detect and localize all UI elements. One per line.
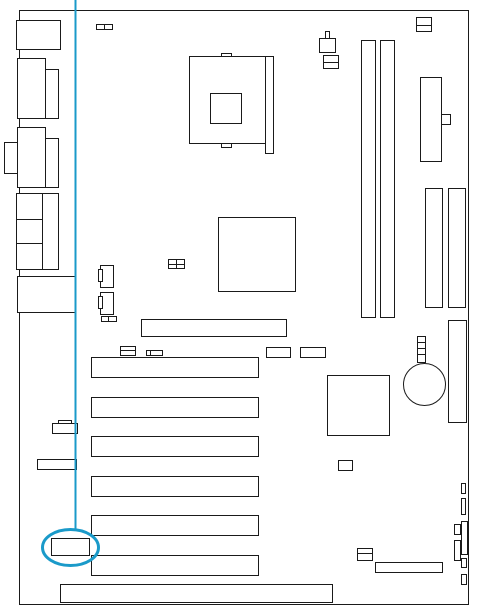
cpu-socket — [189, 53, 274, 154]
ide-connector-1 — [425, 188, 443, 308]
lan-port — [17, 276, 76, 313]
southbridge-chip — [327, 375, 390, 436]
dimm-slot-2 — [380, 40, 395, 318]
cmos-battery — [403, 363, 446, 406]
pci-slots — [91, 357, 259, 576]
pci-slot-4 — [91, 476, 259, 497]
front-panel-pin-6 — [461, 558, 467, 568]
front-panel-pin-7 — [461, 574, 467, 585]
atx-power-latch — [441, 114, 451, 125]
dimm-slot-1 — [361, 40, 376, 318]
cpu-socket-notch-bottom — [221, 143, 232, 148]
com-port-2-frame — [45, 138, 59, 188]
right-top-header — [416, 17, 432, 32]
front-panel-pin-1 — [461, 483, 466, 494]
cpu-fan-header-pin — [325, 31, 330, 39]
callout — [41, 0, 100, 567]
pci-slot-1 — [91, 357, 259, 378]
battery-clip — [417, 336, 426, 363]
pci-slot-6 — [91, 555, 259, 576]
front-panel-pin-4 — [461, 521, 468, 555]
ide-connector-2 — [448, 188, 466, 308]
front-panel-pin-5 — [454, 540, 461, 561]
cpu-socket-notch-top — [221, 53, 232, 57]
pci-slot-3 — [91, 436, 259, 457]
front-panel-header — [375, 562, 443, 573]
highlighted-connector — [51, 538, 90, 556]
header-cn-2 — [146, 350, 163, 356]
dimm-slots — [361, 40, 395, 318]
jumper-bottom-right — [357, 548, 373, 561]
front-panel-pin-3 — [454, 524, 461, 535]
jumper-sb — [338, 460, 353, 471]
header-cn-4 — [300, 347, 326, 358]
front-panel-pin-2 — [461, 498, 466, 515]
isa-slot — [60, 584, 333, 603]
atx-power-connector — [420, 77, 442, 162]
audio-usb-stack — [16, 193, 43, 270]
pci-slot-5 — [91, 515, 259, 536]
usb-header-1-tab — [98, 269, 103, 282]
header-cn-3 — [266, 347, 291, 358]
cpu-socket-lever — [265, 56, 274, 154]
com-port-1-frame — [45, 69, 59, 119]
com-port-2-tab — [4, 142, 18, 174]
ps2-connector — [16, 20, 61, 50]
floppy-connector — [448, 320, 467, 423]
cd-in-header-cap — [58, 420, 72, 424]
rear-io-panel — [4, 20, 76, 313]
audio-usb-frame — [42, 193, 59, 270]
com-port-2 — [17, 127, 46, 188]
aux-in-header — [37, 459, 77, 470]
cpu-fan-header — [319, 38, 336, 53]
cd-in-header — [52, 423, 78, 434]
agp-slot — [141, 319, 287, 337]
com-port-1 — [17, 58, 46, 119]
usb-header-2-tab — [98, 296, 103, 309]
callout-highlight-ellipse — [41, 528, 100, 567]
northbridge-chip — [218, 217, 296, 292]
cpu-socket-center — [210, 93, 242, 124]
pci-slot-2 — [91, 397, 259, 418]
